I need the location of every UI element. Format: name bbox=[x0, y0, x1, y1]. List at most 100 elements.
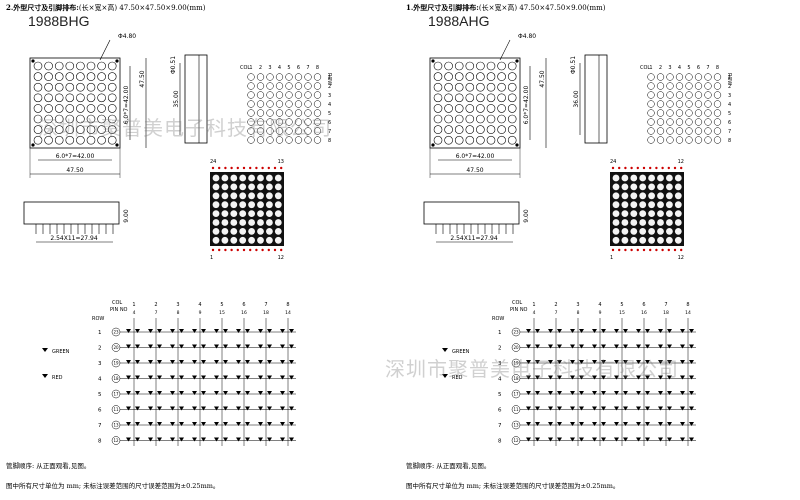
led-outline-dot bbox=[275, 100, 284, 108]
diode-symbol bbox=[201, 437, 206, 442]
row-number: 7 bbox=[98, 423, 102, 429]
col-pin-number: 15 bbox=[619, 310, 625, 316]
diode-symbol bbox=[614, 375, 619, 380]
row-number: 3 bbox=[728, 93, 731, 99]
dim-depth: 9.00 bbox=[523, 209, 530, 223]
led-render-dot bbox=[621, 219, 629, 226]
led-render-dot bbox=[248, 210, 256, 218]
led-dot bbox=[454, 135, 464, 145]
diode-symbol bbox=[214, 391, 219, 395]
diode-symbol bbox=[535, 437, 540, 442]
led-render-dot bbox=[221, 210, 229, 218]
led-outline-dot bbox=[685, 118, 693, 126]
diode-symbol bbox=[579, 360, 584, 364]
diode-symbol bbox=[667, 344, 672, 349]
led-outline-dot bbox=[704, 82, 712, 90]
led-dot bbox=[44, 93, 53, 103]
green-diode-icon bbox=[442, 348, 448, 352]
led-render-dot bbox=[274, 183, 282, 191]
led-dot bbox=[444, 61, 453, 71]
led-outline-dot bbox=[694, 136, 703, 144]
led-render-dot bbox=[239, 192, 247, 200]
led-dot bbox=[444, 104, 453, 113]
diode-symbol bbox=[280, 360, 285, 364]
led-dot bbox=[476, 125, 485, 134]
led-render-dot bbox=[630, 219, 638, 226]
diode-symbol bbox=[548, 437, 553, 442]
led-dot bbox=[44, 125, 53, 134]
led-render-dot bbox=[630, 210, 638, 218]
diode-symbol bbox=[636, 437, 641, 442]
diode-symbol bbox=[636, 360, 641, 364]
col-number: 7 bbox=[664, 302, 667, 308]
row-pin-number: 20 bbox=[113, 345, 119, 350]
diode-symbol bbox=[280, 406, 285, 411]
led-dot bbox=[65, 61, 75, 71]
led-render-dot bbox=[674, 174, 682, 182]
led-dot bbox=[76, 72, 85, 81]
led-dot bbox=[465, 104, 475, 113]
led-render-dot bbox=[666, 174, 673, 182]
led-dot bbox=[433, 61, 443, 71]
diode-symbol bbox=[614, 406, 619, 411]
diode-symbol bbox=[258, 391, 263, 395]
diode-symbol bbox=[179, 406, 184, 411]
col-pin-number: 8 bbox=[577, 310, 580, 316]
led-outline-dot bbox=[666, 91, 674, 99]
diode-symbol bbox=[126, 329, 131, 333]
led-dot bbox=[107, 61, 117, 71]
diode-symbol bbox=[614, 329, 619, 333]
led-render-dot bbox=[221, 183, 229, 191]
led-dot bbox=[97, 114, 106, 124]
led-dot bbox=[507, 104, 517, 113]
led-render-dot bbox=[230, 192, 238, 200]
pin-pad bbox=[249, 248, 252, 252]
diode-symbol bbox=[126, 422, 131, 426]
led-outline-dot bbox=[675, 109, 684, 117]
led-dot bbox=[465, 72, 475, 81]
led-outline-dot bbox=[256, 118, 265, 126]
led-outline-dot bbox=[675, 73, 684, 81]
row-pin-number: 19 bbox=[513, 361, 519, 366]
diode-symbol bbox=[658, 437, 663, 442]
led-outline-dot bbox=[266, 118, 274, 126]
row-number: 7 bbox=[498, 423, 502, 429]
diode-symbol bbox=[680, 360, 685, 364]
diode-symbol bbox=[201, 406, 206, 411]
led-render-dot bbox=[648, 201, 655, 209]
dim-height-inner: 6.0*7=42.00 bbox=[523, 86, 530, 125]
dim-diameter: Φ4.80 bbox=[118, 33, 136, 40]
diode-symbol bbox=[680, 375, 685, 380]
diode-symbol bbox=[157, 437, 162, 442]
led-dot bbox=[97, 82, 106, 92]
led-render-dot bbox=[630, 228, 638, 235]
led-outline-dot bbox=[704, 136, 712, 144]
col-number: 5 bbox=[287, 65, 290, 71]
led-dot bbox=[497, 104, 506, 113]
led-render-dot bbox=[212, 192, 220, 200]
led-dot bbox=[444, 135, 453, 145]
led-dot bbox=[454, 125, 464, 134]
col-pin-number: 9 bbox=[199, 310, 202, 316]
diode-symbol bbox=[236, 360, 241, 364]
diode-symbol bbox=[192, 329, 197, 333]
led-dot bbox=[86, 114, 96, 124]
col-number: 2 bbox=[659, 65, 662, 71]
led-render-dot bbox=[648, 210, 655, 218]
diode-symbol bbox=[658, 406, 663, 411]
col-number: 3 bbox=[668, 65, 671, 71]
diode-symbol bbox=[236, 344, 241, 349]
led-render-dot bbox=[248, 183, 256, 191]
watermark-text: 深圳市聚普美电子科技有限公司 bbox=[385, 357, 679, 381]
led-render-dot bbox=[657, 228, 664, 235]
diode-symbol bbox=[557, 422, 562, 426]
led-render-dot bbox=[221, 219, 229, 226]
col-number: 6 bbox=[297, 65, 300, 71]
led-render-dot bbox=[666, 183, 673, 191]
led-dot bbox=[33, 82, 43, 92]
led-dot bbox=[444, 72, 453, 81]
led-render-dot bbox=[230, 228, 238, 235]
diode-symbol bbox=[267, 437, 272, 442]
diode-symbol bbox=[135, 344, 140, 349]
diode-symbol bbox=[289, 406, 294, 411]
